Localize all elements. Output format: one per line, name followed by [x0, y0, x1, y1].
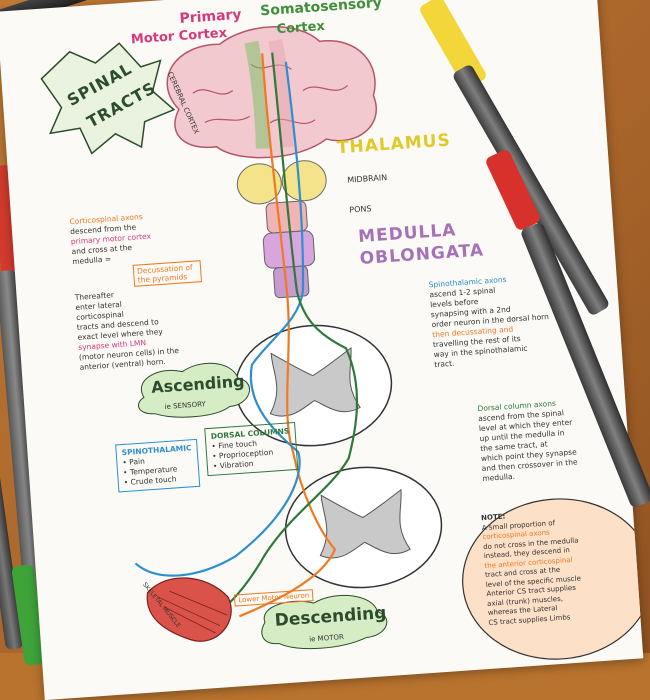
ascending-cloud [138, 362, 250, 418]
thalamus-right [281, 160, 327, 202]
spinothalamic-item-text: Crude touch [130, 474, 177, 487]
corticospinal-note: Corticospinal axons descend from the pri… [69, 208, 208, 373]
brain-drawing [166, 26, 377, 159]
orange-tract [239, 53, 337, 618]
dorsal-column-note: Dorsal column axons ascend from the spin… [477, 398, 578, 485]
grey-matter-upper [269, 346, 361, 417]
decussation-box: Decussation of the pyramids [132, 260, 203, 287]
dorsal-columns-list: DORSAL COLUMNS • Fine touch • Propriocep… [204, 421, 298, 477]
medulla-block [273, 265, 310, 299]
pons-label: PONS [349, 204, 372, 215]
note-block: NOTE: A small proportion of corticospina… [481, 508, 584, 628]
spinothalamic-item-text: Pain [128, 456, 146, 467]
dorsal-item-text: Vibration [219, 458, 254, 471]
descending-cloud [261, 594, 388, 650]
spinothalamic-list: SPINOTHALAMIC • Pain • Temperature • Cru… [115, 438, 201, 493]
pons-block [262, 230, 316, 269]
spinal-tracts-badge-outline [40, 42, 176, 155]
skeletal-muscle-drawing [146, 577, 232, 642]
thalamus-left [236, 163, 282, 205]
grey-matter-lower [319, 488, 411, 559]
green-tract [208, 52, 359, 620]
spinothalamic-note: Spinothalamic axons ascend 1-2 spinal le… [428, 272, 552, 370]
blue-tract [134, 61, 305, 577]
